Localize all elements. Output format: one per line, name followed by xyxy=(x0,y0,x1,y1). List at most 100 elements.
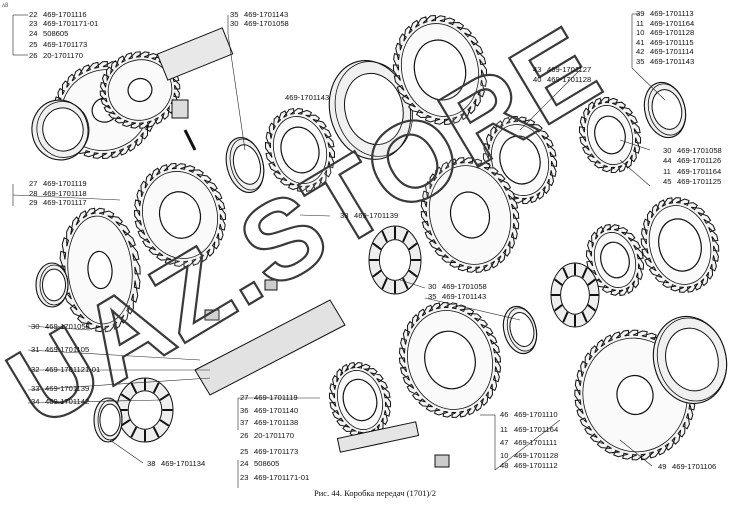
leader-line xyxy=(299,214,331,217)
circlip xyxy=(35,262,69,308)
ring-inner xyxy=(99,403,121,437)
bearing-roller xyxy=(587,304,596,312)
bearing-roller xyxy=(130,426,138,438)
synchro-ring-left xyxy=(31,99,90,161)
leader-line xyxy=(619,159,651,187)
callout-label: 469-1701143 xyxy=(285,93,330,102)
leader-line xyxy=(27,349,201,361)
gear-bore xyxy=(280,126,320,174)
needle-bearing-right xyxy=(550,262,600,328)
leader-line xyxy=(399,279,426,289)
shift-shaft xyxy=(336,421,420,453)
key-block xyxy=(264,279,278,291)
leader-line xyxy=(619,139,651,151)
spacer-ring xyxy=(225,137,265,193)
bearing-roller xyxy=(562,267,569,279)
bearing-roller xyxy=(130,382,138,394)
retaining-washer xyxy=(652,315,728,405)
bearing-roller xyxy=(152,382,160,394)
figure-caption: Рис. 44. Коробка передач (1701)/2 xyxy=(314,488,436,498)
ring-edge xyxy=(36,101,90,158)
bearing-roller xyxy=(587,278,596,286)
leader-line xyxy=(109,439,144,464)
cluster-gear xyxy=(59,207,141,333)
svg-text:UAZ.STORE: UAZ.STORE xyxy=(0,2,621,451)
gear-bore xyxy=(158,191,202,239)
ring-inner xyxy=(651,89,683,130)
leader-line xyxy=(619,439,653,467)
ring-inner xyxy=(344,72,404,146)
bearing-roller xyxy=(562,311,569,323)
synchro-sleeve-right xyxy=(640,197,720,293)
gear-bore xyxy=(413,39,467,101)
key-insert-bottom xyxy=(434,454,450,468)
key-block xyxy=(204,309,220,321)
gear-bore xyxy=(424,330,476,390)
gear-bore xyxy=(127,77,153,103)
ring-inner xyxy=(41,268,67,302)
input-shaft-splines xyxy=(156,27,234,81)
bearing-roller xyxy=(120,419,131,427)
leader-line xyxy=(27,399,161,404)
leader-line xyxy=(631,67,666,101)
gear-bore xyxy=(87,250,113,290)
leader-line xyxy=(519,69,581,131)
bearing-roller xyxy=(381,230,388,243)
gear-bore xyxy=(449,191,491,239)
leader-line xyxy=(494,419,561,471)
bearing-roller xyxy=(372,269,382,278)
synchro-hub xyxy=(264,107,336,193)
ring-edge xyxy=(647,83,686,136)
bearing-roller xyxy=(408,242,418,251)
bearing-roller xyxy=(159,419,170,427)
first-gear xyxy=(398,302,502,418)
output-shaft xyxy=(194,299,346,396)
ring-inner xyxy=(509,312,535,347)
bearing-roller xyxy=(381,277,388,290)
clutch-gear xyxy=(392,15,488,125)
bearing-roller xyxy=(402,277,409,290)
ring-inner xyxy=(665,327,719,392)
bearing-roller xyxy=(554,278,563,286)
synchro-hub-right xyxy=(585,223,645,297)
leader-line xyxy=(424,297,521,321)
ring-edge xyxy=(656,317,727,402)
second-gear xyxy=(420,157,520,273)
